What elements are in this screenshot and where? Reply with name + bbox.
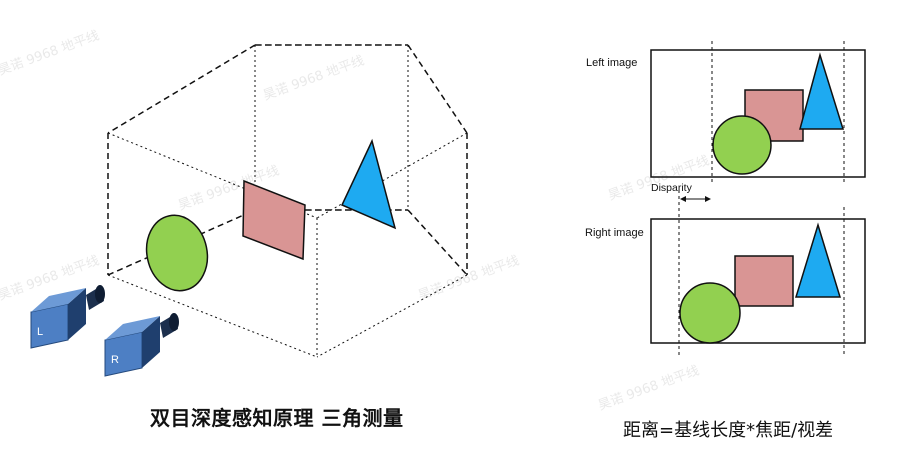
watermark-text: 昊诺 9968 地平线 (261, 53, 366, 103)
right-image-square (734, 255, 794, 307)
left-image-triangle (799, 52, 845, 130)
green-circle-object (145, 214, 209, 292)
right-image-triangle (794, 222, 842, 298)
pink-square-object (242, 179, 306, 261)
left-image-panel: Left image (586, 49, 866, 178)
left-camera: L (30, 285, 105, 349)
watermark-text: 昊诺 9968 地平线 (606, 153, 711, 203)
right-camera-label: R (111, 354, 119, 366)
blue-triangle-object (340, 138, 397, 230)
right-image-label: Right image (585, 227, 644, 239)
watermark-text: 昊诺 9968 地平线 (596, 363, 701, 413)
disparity-label: Disparity (651, 182, 693, 194)
disparity-guides (678, 41, 845, 357)
left-caption: 双目深度感知原理 三角测量 (150, 406, 404, 430)
left-image-label: Left image (586, 57, 637, 69)
right-camera: R (104, 313, 179, 377)
watermark-text: 昊诺 9968 地平线 (416, 253, 521, 303)
box-front-edges (107, 132, 468, 358)
left-camera-label: L (37, 326, 43, 338)
right-caption: 距离=基线长度*焦距/视差 (623, 420, 834, 441)
right-image-panel: Right image (585, 218, 866, 344)
right-image-circle (679, 282, 741, 344)
left-image-circle (712, 115, 772, 175)
watermark-text: 昊诺 9968 地平线 (0, 28, 101, 78)
